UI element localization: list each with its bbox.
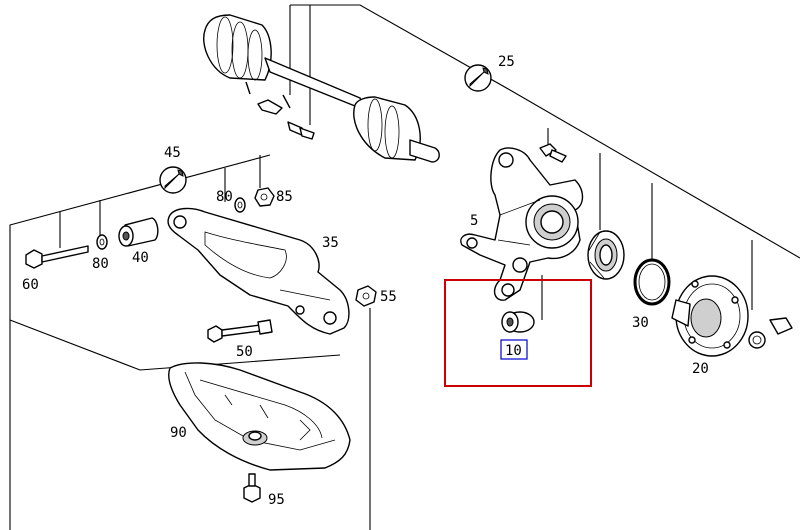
nut-55[interactable] <box>355 285 377 307</box>
wheel-bearing[interactable] <box>587 230 625 280</box>
label-part-60[interactable]: 60 <box>22 277 39 293</box>
washer-80a[interactable] <box>96 234 108 250</box>
label-part-90[interactable]: 90 <box>170 425 187 441</box>
selected-label-frame <box>500 339 528 360</box>
hub-nut[interactable] <box>748 317 793 349</box>
bolt-95[interactable] <box>243 473 261 503</box>
label-part-85[interactable]: 85 <box>276 189 293 205</box>
washer-80b[interactable] <box>234 197 246 213</box>
label-part-55[interactable]: 55 <box>380 289 397 305</box>
label-part-80b[interactable]: 80 <box>216 189 233 205</box>
label-part-30[interactable]: 30 <box>632 315 649 331</box>
circlip-30[interactable] <box>633 258 671 306</box>
drive-shaft[interactable] <box>203 14 440 163</box>
label-part-35[interactable]: 35 <box>322 235 339 251</box>
label-part-45[interactable]: 45 <box>164 145 181 161</box>
nut-85[interactable] <box>254 187 275 207</box>
wheel-carrier-knuckle[interactable] <box>460 147 584 301</box>
label-part-25[interactable]: 25 <box>498 54 515 70</box>
lower-control-arm-35[interactable] <box>167 207 350 335</box>
label-part-10[interactable]: 10 <box>505 343 522 359</box>
highlight-box <box>444 279 592 387</box>
label-part-5[interactable]: 5 <box>470 213 478 229</box>
rubber-bushing-10[interactable] <box>501 311 535 333</box>
bolt-50[interactable] <box>207 319 273 343</box>
label-part-20[interactable]: 20 <box>692 361 709 377</box>
label-part-80a[interactable]: 80 <box>92 256 109 272</box>
part-number-labels: 5 10 20 25 30 35 40 45 50 55 60 80 80 85… <box>22 54 709 508</box>
wrench-symbol-icon <box>159 166 187 194</box>
bolt-25[interactable] <box>539 143 567 163</box>
wheel-hub-20[interactable] <box>671 275 749 357</box>
bushing-40[interactable] <box>118 217 159 247</box>
cover-plate-90[interactable] <box>168 362 351 471</box>
bolt-60[interactable] <box>25 245 89 269</box>
wrench-symbol-icon <box>464 64 492 92</box>
label-part-95[interactable]: 95 <box>268 492 285 508</box>
label-part-50[interactable]: 50 <box>236 344 253 360</box>
label-part-40[interactable]: 40 <box>132 250 149 266</box>
leader-lines <box>9 4 800 530</box>
